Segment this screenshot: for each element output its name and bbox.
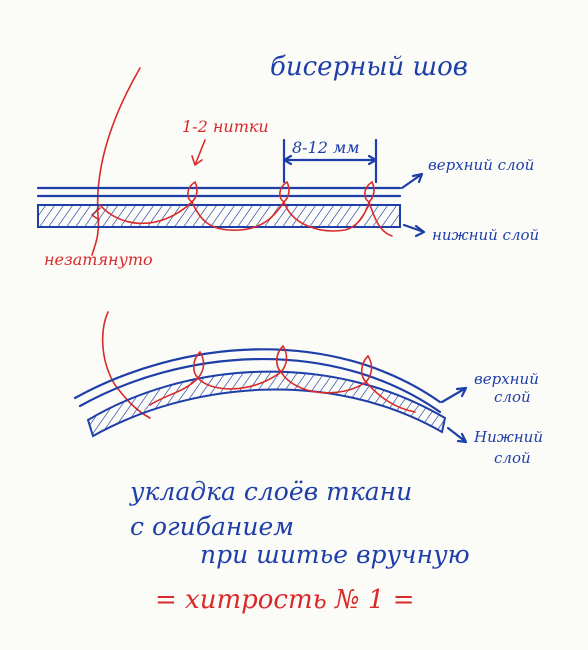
upper-layer-label: верхний слой bbox=[428, 156, 534, 174]
caption-line-1: укладка слоёв ткани bbox=[129, 477, 412, 506]
stitch-loops-straight bbox=[99, 180, 393, 237]
curved-upper-arrow bbox=[440, 386, 468, 404]
stitch-loops-curved bbox=[149, 344, 416, 413]
curved-upper-top-line bbox=[73, 348, 442, 404]
diagram-title: бисерный шов bbox=[270, 52, 468, 82]
upper-layer-arrow bbox=[400, 172, 424, 190]
curved-lower-label-1: Нижний bbox=[473, 428, 543, 446]
not-tightened-label: незатянуто bbox=[44, 250, 153, 269]
caption-line-3: при шитье вручную bbox=[200, 540, 470, 569]
lower-layer-label: нижний слой bbox=[432, 226, 539, 244]
curved-lower-label-2: слой bbox=[494, 449, 531, 467]
lower-layer-band bbox=[37, 204, 401, 228]
curved-lower-arrow bbox=[446, 426, 468, 444]
guide-curve-top bbox=[91, 67, 141, 256]
curved-upper-bottom-line bbox=[78, 358, 442, 414]
caption-line-2: с огибанием bbox=[130, 512, 294, 541]
trick-label: = хитрость № 1 = bbox=[155, 585, 415, 615]
dim-arrows bbox=[282, 154, 378, 166]
threads-label: 1-2 нитки bbox=[182, 117, 269, 136]
threads-arrow bbox=[191, 139, 206, 166]
curved-upper-label-1: верхний bbox=[474, 370, 539, 388]
spacing-label: 8-12 мм bbox=[292, 138, 360, 157]
lower-layer-arrow bbox=[402, 223, 426, 238]
curved-upper-label-2: слой bbox=[494, 388, 531, 406]
